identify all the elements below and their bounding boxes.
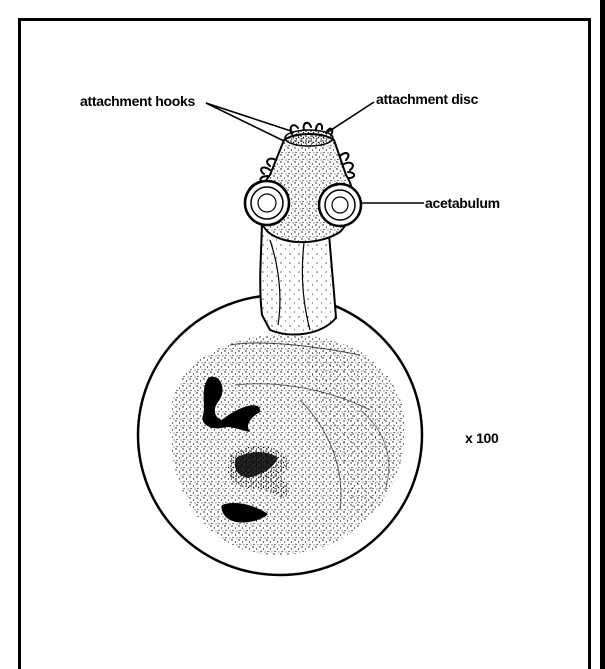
acetabulum-left (245, 181, 289, 225)
label-acetabulum: acetabulum (425, 195, 500, 211)
leader-hooks-1 (206, 103, 284, 141)
leader-disc (328, 102, 374, 132)
bladder-body (138, 295, 422, 575)
label-attachment-hooks: attachment hooks (80, 93, 196, 109)
acetabulum-right (319, 184, 361, 226)
label-magnification: x 100 (465, 430, 499, 446)
leader-hooks-2 (206, 103, 291, 131)
label-attachment-disc: attachment disc (376, 91, 479, 107)
